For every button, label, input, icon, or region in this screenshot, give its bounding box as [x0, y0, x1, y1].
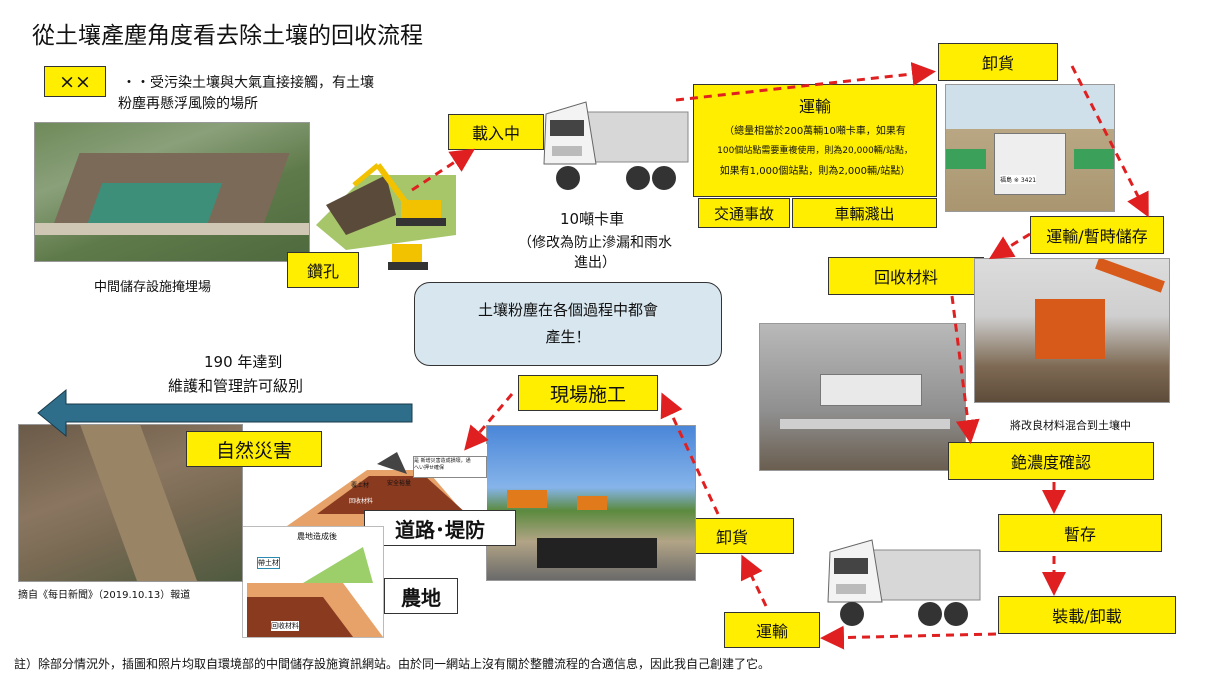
dozer-illustration [384, 238, 434, 274]
footnote: 註）除部分情況外，插圖和照片均取自環境部的中間儲存設施資訊網站。由於同一網站上沒… [14, 657, 771, 671]
farm-recycled-label: 回收材料 [271, 621, 299, 631]
step-loading: 載入中 [448, 114, 544, 150]
unload-photo: 福島 ※ 3421 [945, 84, 1115, 212]
arrow-transport-to-unload [740, 554, 768, 607]
arrow-note-1: 190 年達到 [204, 353, 283, 371]
mixing-arm [1095, 259, 1165, 293]
legend-marker: ×× [44, 66, 106, 97]
unload-truck-body [994, 133, 1066, 195]
step-drill: 鑽孔 [287, 252, 359, 288]
step-transport-store: 運輸/暫時儲存 [1030, 216, 1164, 254]
site-excavator-2 [577, 496, 607, 510]
transport-line-2: 100個站點需要重複使用，則為20,000輛/站點， [717, 146, 913, 156]
road-cover-label: 覆土材 [351, 482, 370, 489]
center-note-line-2: 產生！ [545, 328, 591, 346]
farm-diagram: 農地造成後 帶土材 回收材料 [242, 526, 384, 638]
step-transport-bottom: 運輸 [724, 612, 820, 648]
mix-caption: 將改良材料混合到土壤中 [1010, 419, 1131, 432]
unload-green-net-2 [1074, 149, 1114, 169]
transport-box: 運輸 （總量相當於200萬輛10噸卡車，如果有 100個站點需要重複使用，則為2… [693, 84, 937, 197]
page-title: 從土壤產塵角度看去除土壤的回收流程 [32, 23, 423, 49]
excavator-illustration [306, 145, 456, 250]
recycle-machine-photo [759, 323, 966, 471]
recycle-machine-plate [820, 374, 922, 406]
truck-label-2: （修改為防止滲漏和雨水 [518, 235, 672, 251]
step-unload-top: 卸貨 [938, 43, 1058, 81]
transport-title: 運輸 [798, 97, 831, 116]
truck-bottom-illustration [822, 536, 982, 632]
site-bags [537, 538, 657, 568]
truck-top-illustration [538, 94, 690, 198]
road-recycled-label: 回收材料 [349, 498, 374, 505]
center-note-line-1: 土壤粉塵在各個過程中都會 [477, 301, 658, 319]
farmland-label: 農地 [384, 578, 458, 614]
truck-label-3: 進出） [574, 255, 616, 271]
arrow-note-2: 維護和管理許可級別 [168, 377, 304, 395]
source-caption: 摘自《每日新聞》（2019.10.13）報道 [18, 590, 191, 601]
step-disaster: 自然災害 [186, 431, 322, 467]
road-note-line-2: へい押せ確保 [414, 465, 445, 471]
landfill-caption: 中間儲存設施掩埋場 [94, 280, 212, 295]
arrow-store-to-recycle [988, 232, 1031, 260]
truck-label-1: 10噸卡車 [560, 210, 625, 228]
transport-line-3: 如果有1,000個站點，則為2,000輛/站點） [719, 166, 911, 177]
step-concentration: 銫濃度確認 [948, 442, 1154, 480]
road-safety-label: 安全裕量 [387, 480, 412, 487]
step-recycle: 回收材料 [828, 257, 984, 295]
mixing-photo [974, 258, 1170, 403]
road-label: 道路･堤防 [364, 510, 516, 546]
farm-topsoil-label: 帶土材 [257, 557, 280, 569]
center-note: 土壤粉塵在各個過程中都會 產生！ [414, 282, 722, 366]
unload-green-net [946, 149, 986, 169]
road-note-line-1: 是 新增災害造成損壞，通 [414, 458, 471, 464]
site-excavator [507, 490, 547, 508]
transport-line-1: （總量相當於200萬輛10噸卡車，如果有 [724, 126, 906, 137]
unload-plate: 福島 ※ 3421 [1000, 175, 1037, 184]
step-temp-store: 暫存 [998, 514, 1162, 552]
step-spill: 車輛濺出 [792, 198, 937, 228]
site-photo [486, 425, 696, 581]
arrow-load-to-transport [820, 625, 997, 650]
landfill-photo [34, 122, 310, 262]
landfill-road [35, 223, 309, 235]
recycle-machine-frame [780, 419, 950, 429]
flood-river [80, 425, 198, 581]
road-note: 是 新增災害造成損壞，通 へい押せ確保 [413, 456, 487, 478]
step-load-unload: 裝載/卸載 [998, 596, 1176, 634]
landfill-cover [87, 183, 223, 223]
step-accident: 交通事故 [698, 198, 790, 228]
mixing-machine [1035, 299, 1105, 359]
legend-text-2: 粉塵再懸浮風險的場所 [118, 96, 258, 112]
farm-title: 農地造成後 [297, 532, 337, 541]
legend-text-1: ・・受污染土壤與大氣直接接觸，有土壤 [122, 75, 374, 91]
step-site-work: 現場施工 [518, 375, 658, 411]
